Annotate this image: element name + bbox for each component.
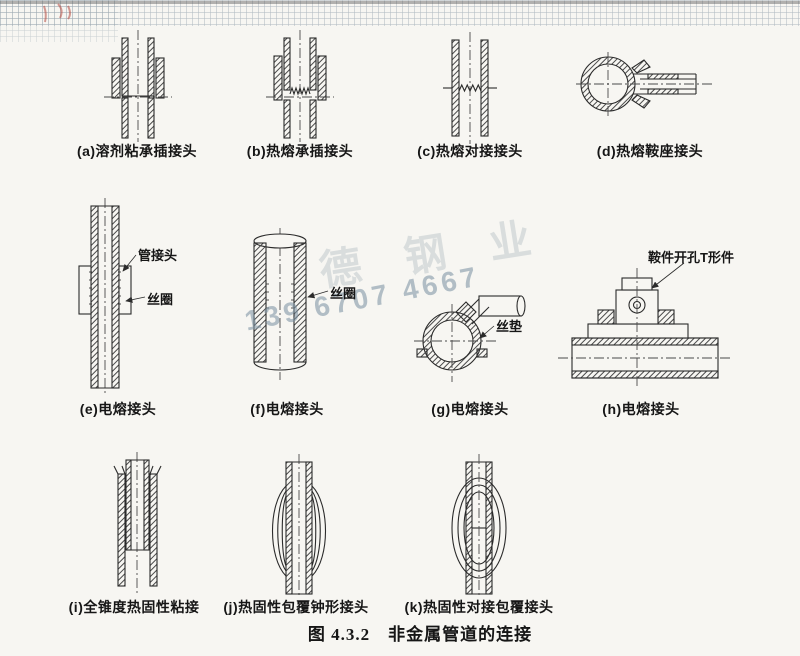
- figure-caption-g: (g)电熔接头: [431, 401, 509, 417]
- figure-caption-h: (h)电熔接头: [602, 401, 680, 417]
- figure-caption-b: (b)热熔承插接头: [246, 143, 354, 159]
- annotation-wire-coil-f: 丝圈: [330, 286, 357, 301]
- figure-a-solvent-socket-joint: [104, 30, 172, 142]
- leader-wire-gasket: [479, 325, 495, 339]
- figure-caption-e: (e)电熔接头: [79, 401, 157, 417]
- figure-e-electrofusion-joint: [78, 198, 146, 396]
- figure-caption-j: (j)热固性包覆钟形接头: [223, 599, 369, 615]
- figure-d-heat-fusion-saddle-joint: [576, 52, 712, 118]
- wire-coil-marks: [266, 283, 294, 309]
- figure-caption-c: (c)热熔对接接头: [417, 143, 523, 159]
- figure-h-electrofusion-joint: [558, 262, 732, 388]
- figure-f-electrofusion-joint: [253, 228, 329, 380]
- leader-saddle-t-piece: [651, 262, 685, 289]
- figure-c-heat-fusion-butt-joint: [443, 32, 497, 144]
- figure-k-thermoset-butt-wrap-joint: [451, 454, 507, 598]
- annotation-wire-gasket: 丝垫: [496, 319, 523, 334]
- annotation-saddle-t-piece: 鞍件开孔T形件: [648, 250, 734, 265]
- leader-wire-coil: [307, 290, 329, 299]
- figure-caption-k: (k)热固性对接包覆接头: [404, 599, 554, 615]
- annotation-pipe-coupling: 管接头: [138, 248, 178, 263]
- figure-j-thermoset-wrapped-bell-joint: [272, 454, 326, 598]
- figure-caption-i: (i)全锥度热固性粘接: [68, 599, 200, 615]
- figure-g-electrofusion-joint: [414, 295, 526, 382]
- figure-caption-a: (a)溶剂粘承插接头: [76, 143, 198, 159]
- leader-coupling: [122, 254, 137, 272]
- graph-paper-edge: [0, 0, 800, 26]
- figure-caption-f: (f)电熔接头: [250, 401, 324, 417]
- scan-edge-shadow: [0, 1, 800, 4]
- main-figure-caption: 图 4.3.2 非金属管道的连接: [307, 625, 533, 644]
- figure-i-full-taper-thermoset-bond: [113, 452, 162, 594]
- annotation-wire-coil-e: 丝圈: [147, 292, 174, 307]
- wire-coil-marks: [89, 271, 121, 305]
- scan-marks: [43, 3, 71, 23]
- graph-paper-corner: [0, 0, 118, 42]
- figure-b-heat-fusion-socket-joint: [266, 30, 334, 142]
- figure-caption-d: (d)热熔鞍座接头: [596, 143, 704, 159]
- leader-wire-coil: [125, 296, 146, 303]
